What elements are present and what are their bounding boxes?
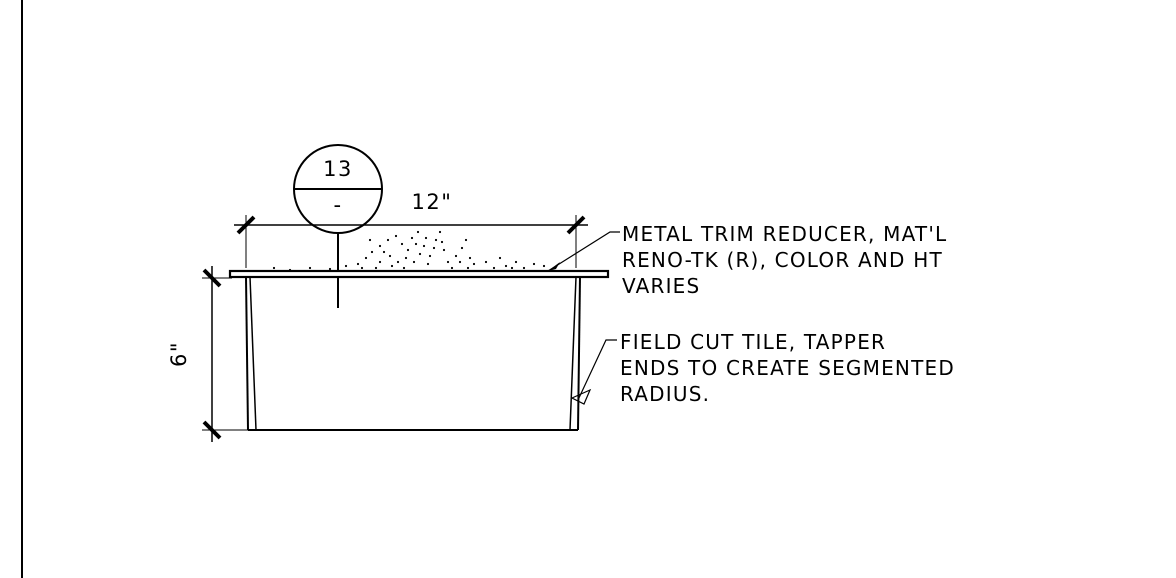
- stipple-dot: [360, 266, 364, 270]
- dim-tick-left: [236, 215, 256, 235]
- stipple-dot: [368, 238, 372, 242]
- stipple-dot: [386, 238, 390, 242]
- stipple-dot: [454, 254, 458, 258]
- stipple-dot: [460, 246, 464, 250]
- stipple-dot: [504, 264, 508, 268]
- stipple-dot: [532, 262, 536, 266]
- stipple-dot: [484, 260, 488, 264]
- stipple-dot: [288, 268, 292, 272]
- tile-right-edge: [577, 276, 581, 431]
- bubble-detail-number: 13: [323, 157, 353, 181]
- stipple-dot: [472, 262, 476, 266]
- stipple-dot: [394, 234, 398, 238]
- stipple-dot: [308, 266, 312, 270]
- stipple-dot: [406, 248, 410, 252]
- stipple-dot: [492, 266, 496, 270]
- stipple-dot: [442, 248, 446, 252]
- height-dimension: 6": [167, 266, 248, 442]
- stipple-dot: [422, 244, 426, 248]
- tile-note-leader: [570, 339, 617, 405]
- trim-note: METAL TRIM REDUCER, MAT'L RENO-TK (R), C…: [622, 222, 947, 298]
- stipple-dot: [344, 264, 348, 268]
- stipple-dot: [364, 256, 368, 260]
- metal-trim-reducer: [228, 269, 610, 279]
- stipple-dot: [446, 260, 450, 264]
- tile-note-line-2: ENDS TO CREATE SEGMENTED: [620, 356, 955, 380]
- stipple-dot: [402, 266, 406, 270]
- tile-left-edge: [245, 276, 249, 431]
- dim-height-label: 6": [167, 341, 191, 367]
- tile-left-taper: [249, 276, 257, 431]
- stipple-dot: [416, 230, 420, 234]
- trim-plate: [228, 269, 610, 279]
- stipple-dot: [464, 238, 468, 242]
- dim-tick-right: [566, 215, 586, 235]
- stipple-dot: [522, 266, 526, 270]
- stipple-dot: [514, 260, 518, 264]
- stipple-dot: [374, 266, 378, 270]
- tile-leader-line: [577, 339, 617, 401]
- stipple-dot: [418, 252, 422, 256]
- trim-note-line-3: VARIES: [622, 274, 700, 298]
- dim-tick-top: [202, 268, 222, 288]
- tile-note-line-3: RADIUS.: [620, 382, 710, 406]
- tile-right-taper: [569, 276, 577, 431]
- stipple-dot: [498, 256, 502, 260]
- bubble-sheet-number: -: [333, 193, 342, 217]
- tile-leader-arrow: [570, 388, 592, 405]
- dim-tick-bottom: [202, 420, 222, 440]
- stipple-dot: [356, 262, 360, 266]
- field-cut-tile: [245, 276, 581, 431]
- stipple-dot: [272, 266, 276, 270]
- tile-note: FIELD CUT TILE, TAPPER ENDS TO CREATE SE…: [620, 330, 955, 406]
- stipple-dot: [378, 260, 382, 264]
- stipple-dot: [328, 267, 332, 271]
- stipple-dot: [382, 250, 386, 254]
- stipple-dot: [432, 246, 436, 250]
- stipple-dot: [396, 260, 400, 264]
- stipple-dot: [434, 238, 438, 242]
- stipple-dot: [450, 266, 454, 270]
- stipple-dot: [414, 242, 418, 246]
- stipple-dot: [426, 262, 430, 266]
- trim-note-line-1: METAL TRIM REDUCER, MAT'L: [622, 222, 947, 246]
- stipple-dot: [440, 240, 444, 244]
- stipple-dot: [468, 256, 472, 260]
- stipple-dot: [404, 256, 408, 260]
- stipple-dot: [410, 236, 414, 240]
- width-dimension: 12": [234, 190, 588, 268]
- trim-note-leader: [547, 231, 620, 272]
- stipple-dot: [412, 260, 416, 264]
- stipple-dot: [390, 264, 394, 268]
- trim-note-line-2: RENO-TK (R), COLOR AND HT: [622, 248, 943, 272]
- stipple-dot: [458, 260, 462, 264]
- stipple-dot: [378, 244, 382, 248]
- stipple-dot: [388, 254, 392, 258]
- tile-note-line-1: FIELD CUT TILE, TAPPER: [620, 330, 886, 354]
- stipple-dot: [370, 250, 374, 254]
- stipple-dot: [510, 266, 514, 270]
- detail-callout-bubble: 13 -: [293, 144, 383, 308]
- stipple-dot: [428, 254, 432, 258]
- trim-leader-line: [547, 231, 620, 272]
- stipple-dot: [542, 264, 546, 268]
- stipple-dot: [400, 242, 404, 246]
- stipple-dot: [424, 236, 428, 240]
- trim-leader-arrow: [548, 262, 560, 271]
- stipple-dot: [438, 230, 442, 234]
- stipple-dot: [466, 266, 470, 270]
- trim-stipple-pattern: [272, 230, 546, 272]
- dim-width-label: 12": [412, 190, 453, 214]
